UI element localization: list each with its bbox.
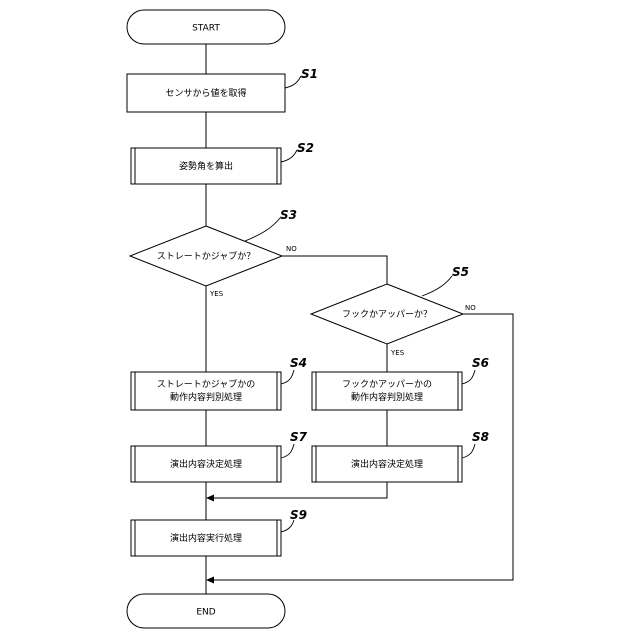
step-label-s5: S5	[452, 265, 469, 279]
step-label-s6: S6	[472, 356, 489, 370]
step-label-s7: S7	[290, 430, 308, 444]
process-s7: 演出内容決定処理	[131, 446, 281, 482]
start-label: START	[192, 24, 220, 34]
end-terminal: END	[127, 594, 285, 628]
process-s4-label-line2: 動作内容判別処理	[170, 391, 242, 403]
merge-arrowhead-2	[206, 577, 214, 584]
decision-s3-label: ストレートかジャブか？	[157, 250, 256, 262]
branch-label-s5-yes: YES	[390, 349, 405, 357]
leader-s8	[462, 444, 475, 458]
connector-s3-no-s5	[282, 256, 387, 284]
decision-s5-label: フックかアッパーか？	[342, 309, 432, 320]
branch-label-s3-no: NO	[286, 245, 297, 253]
process-s1-label: センサから値を取得	[165, 87, 246, 99]
step-label-s4: S4	[290, 356, 307, 370]
start-terminal: START	[127, 10, 285, 44]
branch-label-s5-no: NO	[465, 304, 476, 312]
leader-s4	[281, 370, 294, 384]
step-label-s1: S1	[301, 67, 318, 81]
process-s1: センサから値を取得	[127, 74, 285, 112]
process-s6: フックかアッパーかの 動作内容判別処理	[312, 372, 462, 410]
process-s7-label: 演出内容決定処理	[170, 458, 242, 470]
process-s6-label-line2: 動作内容判別処理	[351, 391, 423, 403]
decision-s3: ストレートかジャブか？	[130, 226, 282, 286]
end-label: END	[196, 608, 215, 618]
process-s9-label: 演出内容実行処理	[170, 532, 242, 544]
process-s4: ストレートかジャブかの 動作内容判別処理	[131, 372, 281, 410]
process-s8-label: 演出内容決定処理	[351, 458, 423, 470]
step-label-s2: S2	[297, 141, 314, 155]
connector-s8-merge	[212, 482, 387, 498]
step-label-s3: S3	[280, 208, 297, 222]
leader-s7	[281, 444, 294, 458]
leader-s3	[245, 218, 280, 241]
process-s2: 姿勢角を算出	[131, 148, 281, 184]
leader-s6	[462, 370, 475, 384]
leader-s1	[285, 76, 301, 88]
leader-s5	[422, 276, 452, 296]
process-s8: 演出内容決定処理	[312, 446, 462, 482]
step-label-s9: S9	[290, 508, 307, 522]
step-label-s8: S8	[472, 430, 489, 444]
process-s9: 演出内容実行処理	[131, 520, 281, 556]
process-s2-label: 姿勢角を算出	[179, 160, 233, 172]
process-s4-label-line1: ストレートかジャブかの	[157, 378, 256, 390]
merge-arrowhead-1	[206, 495, 214, 502]
process-s6-label-line1: フックかアッパーかの	[342, 379, 432, 390]
decision-s5: フックかアッパーか？	[311, 284, 463, 344]
branch-label-s3-yes: YES	[209, 290, 224, 298]
leader-s2	[281, 150, 297, 162]
